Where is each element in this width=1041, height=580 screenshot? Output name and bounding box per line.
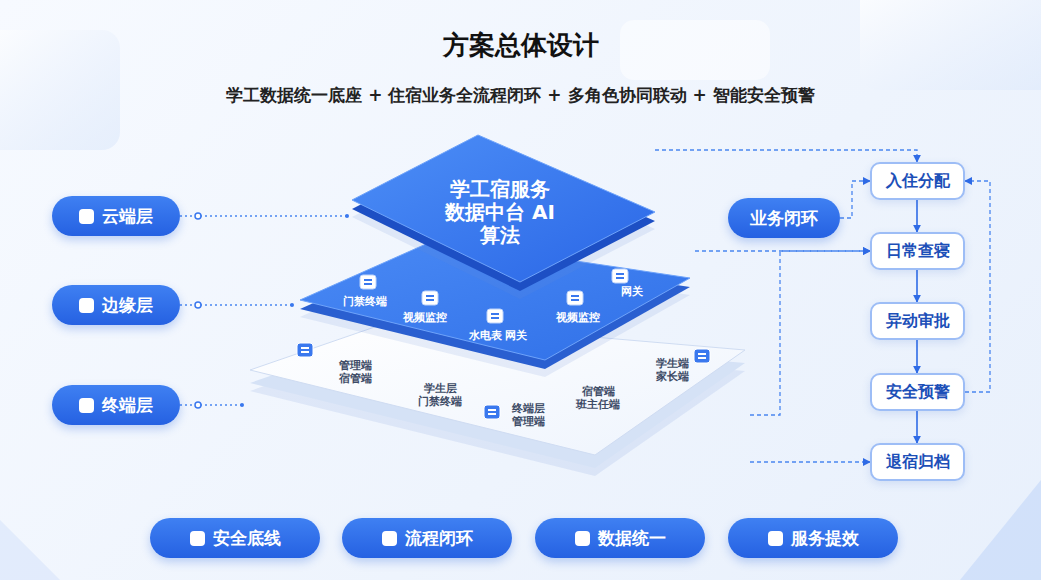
device-icon-detail	[301, 347, 309, 349]
node-label: 异动审批	[886, 311, 950, 332]
node-label: 流程闭环	[405, 527, 473, 550]
connector-dot	[195, 402, 201, 408]
node-label: 安全预警	[886, 382, 950, 403]
device-icon	[360, 275, 376, 289]
device-icon-detail	[488, 413, 496, 415]
process-box: 退宿归档	[870, 443, 965, 481]
device-icon	[487, 309, 503, 323]
value-pill: 安全底线	[150, 518, 320, 558]
node-label: 边缘层	[102, 294, 153, 317]
connector	[916, 270, 918, 302]
connector	[965, 181, 990, 392]
deco-panel	[0, 30, 120, 150]
device-icon-detail	[571, 299, 579, 301]
slab-label: 终端层 管理端	[510, 402, 546, 428]
device-icon-detail	[616, 277, 624, 279]
device-icon	[422, 291, 438, 305]
slab-label: 水电表 网关	[469, 329, 528, 342]
loop-pill: 业务闭环	[728, 198, 840, 238]
connector	[750, 251, 870, 415]
value-pill: 数据统一	[535, 518, 705, 558]
connector-dot	[240, 403, 244, 407]
device-icon	[567, 291, 583, 305]
slab-label: 学生层 门禁终端	[417, 382, 464, 408]
layer-pill: 云端层	[52, 196, 180, 236]
slab-label: 网关	[621, 285, 643, 298]
connector-dot	[195, 302, 201, 308]
connector	[916, 200, 918, 232]
device-icon-detail	[698, 353, 706, 355]
device-icon-detail	[301, 351, 309, 353]
process-box: 入住分配	[870, 162, 965, 200]
device-icon	[297, 343, 313, 357]
node-label: 退宿归档	[886, 452, 950, 473]
connector	[840, 181, 870, 218]
node-label: 终端层	[102, 394, 153, 417]
slab-label: 学工宿服务 数据中台 AI算法	[444, 178, 556, 247]
deco-corner	[0, 520, 60, 580]
process-box: 异动审批	[870, 302, 965, 340]
slab-label: 视频监控	[556, 311, 600, 324]
layer-pill: 边缘层	[52, 285, 180, 325]
deco-panel	[620, 20, 770, 80]
value-pill: 流程闭环	[342, 518, 512, 558]
process-box: 日常查寝	[870, 232, 965, 270]
slab-label: 视频监控	[403, 311, 447, 324]
layer-pill: 终端层	[52, 385, 180, 425]
device-icon-detail	[426, 299, 434, 301]
connector	[750, 461, 870, 462]
slab-label: 宿管端 班主任端	[575, 385, 622, 411]
connector	[180, 404, 245, 405]
deco-corner	[960, 480, 1041, 580]
diagram-subtitle: 学工数据统一底座 + 住宿业务全流程闭环 + 多角色协同联动 + 智能安全预警	[0, 84, 1041, 107]
device-icon-detail	[491, 313, 499, 315]
connector	[180, 215, 350, 216]
connector-dot	[345, 214, 349, 218]
slab-label: 管理端 宿管端	[337, 359, 373, 385]
node-label: 服务提效	[791, 527, 859, 550]
connector	[916, 411, 918, 443]
slab-label: 学生端 家长端	[654, 357, 690, 383]
slab-surface	[250, 320, 745, 455]
device-icon-detail	[698, 357, 706, 359]
connector	[916, 340, 918, 373]
device-icon-detail	[364, 279, 372, 281]
cloud-platform-slab: 学工宿服务 数据中台 AI算法	[350, 135, 655, 282]
node-label: 云端层	[102, 205, 153, 228]
device-icon-detail	[491, 317, 499, 319]
process-box: 安全预警	[870, 373, 965, 411]
value-pill: 服务提效	[728, 518, 898, 558]
device-icon-detail	[616, 273, 624, 275]
node-label: 数据统一	[598, 527, 666, 550]
deco-panel	[860, 0, 1041, 90]
device-icon	[484, 405, 500, 419]
device-icon	[612, 269, 628, 283]
device-icon	[694, 349, 710, 363]
node-label: 日常查寝	[886, 241, 950, 262]
connector	[655, 150, 917, 162]
device-icon-detail	[571, 295, 579, 297]
node-label: 业务闭环	[750, 207, 818, 230]
diagram-title: 方案总体设计	[0, 28, 1041, 63]
device-icon-detail	[426, 295, 434, 297]
device-icon-detail	[364, 283, 372, 285]
connector-dot	[290, 303, 294, 307]
node-label: 安全底线	[213, 527, 281, 550]
node-label: 入住分配	[886, 171, 950, 192]
device-icon-detail	[488, 409, 496, 411]
connector-dot	[195, 213, 201, 219]
slab-label: 门禁终端	[343, 295, 387, 308]
